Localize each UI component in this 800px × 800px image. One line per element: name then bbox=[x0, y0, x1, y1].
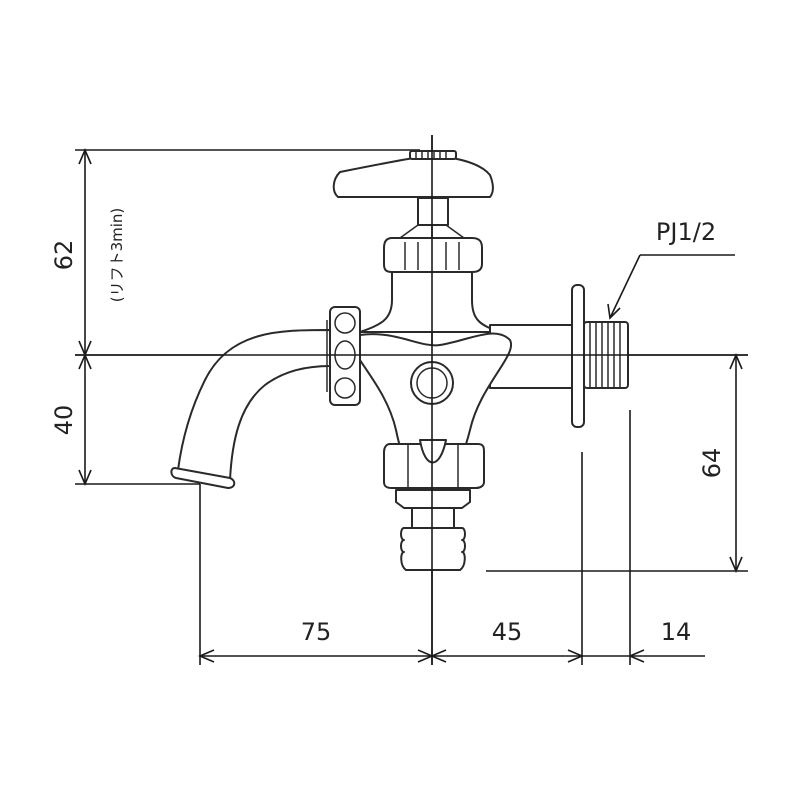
handle-screw-cap bbox=[409, 150, 457, 160]
spout bbox=[177, 329, 331, 481]
thread-spec-label: PJ1/2 bbox=[656, 218, 716, 246]
spout-tip bbox=[170, 467, 236, 489]
dimension-62: 62 (リフト3min) bbox=[50, 147, 126, 358]
dimension-14: 14 bbox=[582, 618, 705, 663]
dimension-45-label: 45 bbox=[492, 618, 523, 646]
mounting-flange bbox=[571, 284, 585, 428]
dimension-75-label: 75 bbox=[301, 618, 332, 646]
lift-note-label: (リフト3min) bbox=[108, 208, 126, 303]
hose-coupler-collar bbox=[395, 489, 471, 509]
dimension-40: 40 bbox=[50, 352, 92, 487]
faucet-body bbox=[170, 150, 629, 571]
dimension-14-label: 14 bbox=[661, 618, 692, 646]
dimension-62-label: 62 bbox=[50, 240, 78, 271]
handle-spindle bbox=[417, 197, 449, 226]
lower-body-notch bbox=[419, 439, 447, 464]
upper-hex-nut bbox=[383, 237, 483, 273]
dimension-75: 75 bbox=[197, 618, 435, 663]
dimension-40-label: 40 bbox=[50, 405, 78, 436]
thread-callout: PJ1/2 bbox=[607, 218, 735, 320]
hose-coupler-tip bbox=[400, 527, 466, 571]
lower-hex-nut bbox=[383, 443, 485, 489]
hose-coupler-neck bbox=[411, 507, 455, 529]
dimension-45: 45 bbox=[429, 618, 585, 663]
dimension-64: 64 bbox=[698, 352, 743, 574]
stem-body bbox=[359, 269, 501, 333]
handle bbox=[332, 156, 494, 198]
dimension-64-label: 64 bbox=[698, 448, 726, 479]
